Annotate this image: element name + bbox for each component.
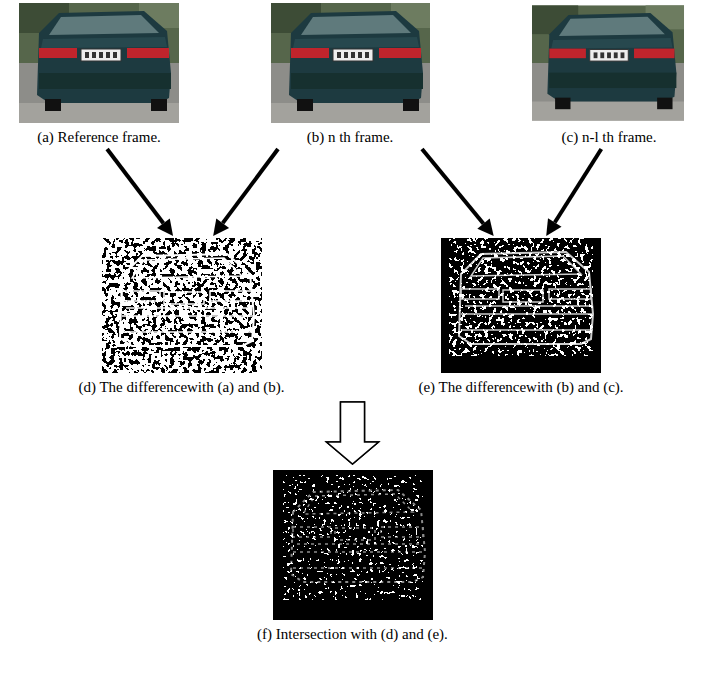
panel-caption: (b) n th frame. — [270, 128, 430, 146]
intersection-image — [273, 470, 433, 620]
arrow-shaft — [555, 149, 602, 222]
panel-caption: (e) The differencewith (b) and (c). — [416, 378, 626, 396]
nth-frame-photo — [270, 3, 430, 123]
reference-frame-photo — [18, 3, 180, 123]
flow-arrow — [213, 149, 278, 236]
panel-caption: (c) n-l th frame. — [532, 128, 686, 146]
image-panel: (a) Reference frame. — [18, 3, 180, 146]
image-panel: (b) n th frame. — [270, 3, 430, 146]
hollow-arrow — [327, 402, 379, 464]
arrow-shaft — [223, 149, 278, 223]
difference-image — [101, 238, 263, 373]
image-panel: (f) Intersection with (d) and (e). — [255, 470, 450, 643]
flow-arrow — [327, 402, 379, 464]
image-panel: (e) The differencewith (b) and (c). — [416, 238, 626, 396]
image-panel: (d) The differencewith (a) and (b). — [76, 238, 287, 396]
difference-image — [440, 238, 602, 373]
flow-arrow — [327, 402, 379, 464]
panel-caption: (a) Reference frame. — [18, 128, 180, 146]
panel-caption: (f) Intersection with (d) and (e). — [255, 625, 450, 643]
hollow-arrow — [327, 402, 379, 464]
image-panel: (c) n-l th frame. — [532, 3, 686, 146]
arrow-shaft — [107, 149, 163, 223]
previous-frame-photo — [532, 3, 686, 123]
flow-arrow — [422, 149, 494, 236]
flow-arrow — [107, 149, 173, 236]
panel-caption: (d) The differencewith (a) and (b). — [76, 378, 287, 396]
flow-arrow — [546, 149, 601, 236]
arrow-shaft — [422, 149, 484, 224]
